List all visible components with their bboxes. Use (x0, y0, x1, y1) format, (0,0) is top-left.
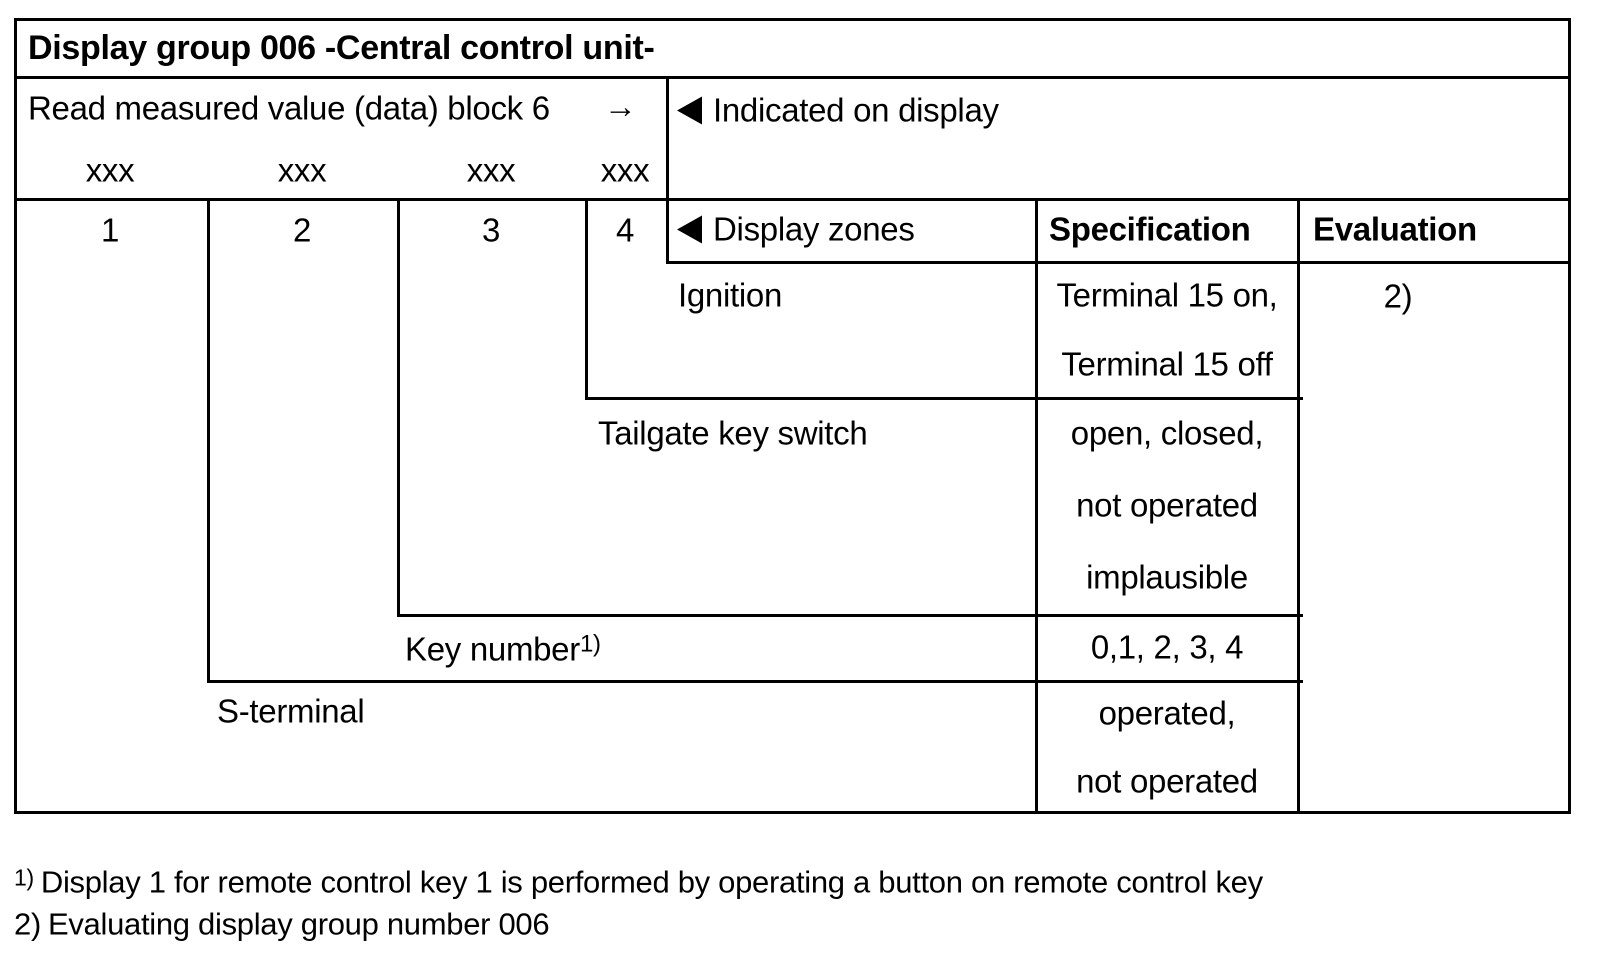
spec-value: operated, (1098, 694, 1236, 732)
evaluation-value: 2) (1383, 277, 1413, 315)
row-label-key-number: Key number1) (405, 630, 601, 668)
grid-hline-header-bottom (666, 261, 1571, 264)
grid-vline-zone3-4 (585, 198, 588, 400)
evaluation-header: Evaluation (1313, 210, 1477, 248)
zone-number-2: 2 (292, 211, 312, 249)
grid-hline-title-bottom (14, 76, 1571, 79)
indicated-on-display: Indicated on display (677, 94, 999, 127)
grid-vline-zone2-3 (397, 198, 400, 617)
spec-value: not operated (1076, 486, 1258, 524)
spec-value: open, closed, (1070, 414, 1264, 452)
placeholder-xxx: xxx (466, 151, 516, 189)
zone-number-1: 1 (100, 211, 120, 249)
row-label-s-terminal: S-terminal (217, 692, 365, 730)
spec-value: Terminal 15 on, (1056, 276, 1278, 314)
grid-hline-tailgate-bottom (397, 614, 1303, 617)
grid-hline-ignition-bottom (585, 397, 1303, 400)
grid-vline-eval-left (1297, 198, 1300, 811)
key-number-footnote-ref: 1) (579, 630, 601, 658)
right-arrow-icon: → (604, 87, 637, 125)
footnote-1: 1)Display 1 for remote control key 1 is … (14, 864, 1263, 900)
display-zones-header: Display zones (677, 213, 915, 246)
indicated-on-display-label: Indicated on display (713, 91, 999, 129)
left-triangle-icon (677, 215, 702, 243)
row-label-tailgate-key-switch: Tailgate key switch (598, 414, 868, 452)
placeholder-xxx: xxx (85, 151, 135, 189)
spec-value: Terminal 15 off (1061, 345, 1273, 383)
zone-number-4: 4 (615, 211, 635, 249)
table-title: Display group 006 -Central control unit- (28, 29, 655, 67)
spec-value: 0,1, 2, 3, 4 (1090, 628, 1244, 666)
display-zones-label: Display zones (713, 210, 915, 248)
zone-number-3: 3 (481, 211, 501, 249)
grid-hline-keynumber-bottom (207, 680, 1303, 683)
placeholder-xxx: xxx (600, 151, 650, 189)
footnote-2-text: Evaluating display group number 006 (47, 906, 550, 942)
grid-hline-zones-top (14, 198, 1571, 201)
grid-vline-zone1-2 (207, 198, 210, 683)
spec-value: not operated (1076, 762, 1258, 800)
grid-vline-spec-left (1035, 198, 1038, 811)
specification-header: Specification (1049, 210, 1251, 248)
spec-value: implausible (1086, 558, 1248, 596)
grid-vline-display-split (666, 76, 669, 264)
footnote-2-marker: 2) (14, 906, 41, 942)
row-label-ignition: Ignition (678, 276, 783, 314)
key-number-text: Key number (405, 630, 580, 668)
footnote-1-text: Display 1 for remote control key 1 is pe… (40, 864, 1263, 900)
block-row-label: Read measured value (data) block 6 (28, 89, 550, 127)
footnote-1-marker: 1) (14, 864, 34, 891)
placeholder-xxx: xxx (277, 151, 327, 189)
table-outer-border (14, 18, 1571, 814)
footnote-2: 2)Evaluating display group number 006 (14, 906, 550, 942)
left-triangle-icon (677, 96, 702, 124)
